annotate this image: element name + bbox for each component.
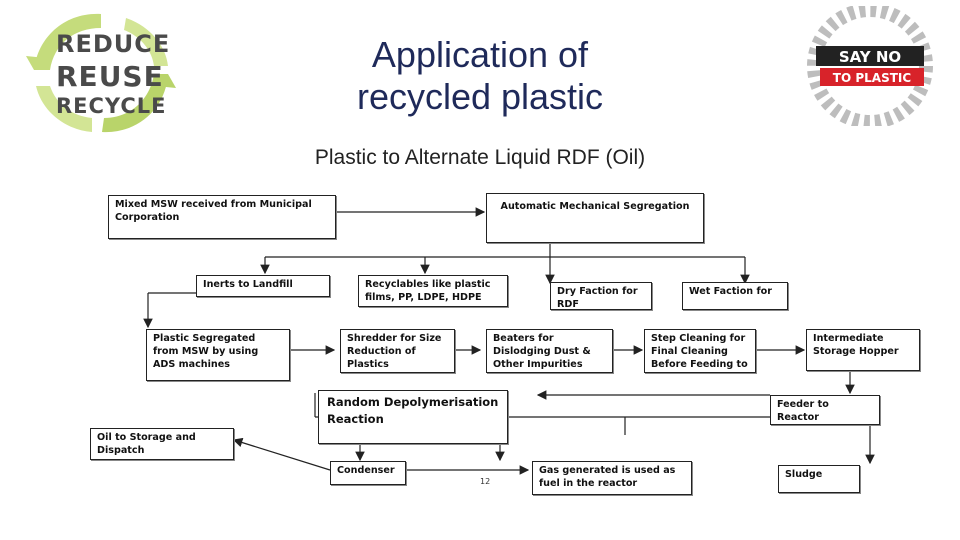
- gas-generated-box: Gas generated is used as fuel in the rea…: [532, 461, 692, 495]
- recycle-arrows-icon: [26, 13, 176, 133]
- slide-subtitle: Plastic to Alternate Liquid RDF (Oil): [314, 146, 646, 169]
- dry-faction-box: Dry Faction for RDF: [550, 282, 652, 310]
- condenser-box: Condenser: [330, 461, 406, 485]
- mixed-msw-box: Mixed MSW received from Municipal Corpor…: [108, 195, 336, 239]
- say-no-to-plastic-logo: SAY NO TO PLASTIC: [800, 3, 940, 129]
- logo-recycle-text: RECYCLE: [56, 94, 167, 118]
- recyclables-box: Recyclables like plastic films, PP, LDPE…: [358, 275, 508, 307]
- reduce-reuse-recycle-logo: REDUCE REUSE RECYCLE: [26, 8, 176, 138]
- plastic-segregated-box: Plastic Segregated from MSW by using ADS…: [146, 329, 290, 381]
- step-cleaning-box: Step Cleaning for Final Cleaning Before …: [644, 329, 756, 373]
- feeder-reactor-box: Feeder to Reactor: [770, 395, 880, 425]
- logo-reuse-text: REUSE: [56, 60, 164, 93]
- oil-storage-box: Oil to Storage and Dispatch: [90, 428, 234, 460]
- sludge-box: Sludge: [778, 465, 860, 493]
- to-plastic-text: TO PLASTIC: [833, 71, 912, 85]
- intermediate-hopper-box: Intermediate Storage Hopper: [806, 329, 920, 371]
- slide-title: Application of recycled plastic: [300, 34, 660, 118]
- beaters-box: Beaters for Dislodging Dust & Other Impu…: [486, 329, 613, 373]
- logo-reduce-text: REDUCE: [56, 30, 171, 58]
- inerts-landfill-box: Inerts to Landfill: [196, 275, 330, 297]
- random-depolymerisation-box: Random Depolymerisation Reaction: [318, 390, 508, 444]
- plastic-items-ring-icon: SAY NO TO PLASTIC: [807, 3, 933, 129]
- shredder-box: Shredder for Size Reduction of Plastics: [340, 329, 455, 373]
- wet-faction-box: Wet Faction for: [682, 282, 788, 310]
- title-line-1: Application of: [371, 34, 589, 75]
- title-line-2: recycled plastic: [356, 76, 604, 117]
- automatic-segregation-box: Automatic Mechanical Segregation: [486, 193, 704, 243]
- say-no-text: SAY NO: [839, 48, 901, 66]
- flowchart: Mixed MSW received from Municipal Corpor…: [70, 185, 950, 505]
- page-number: 12: [480, 477, 491, 486]
